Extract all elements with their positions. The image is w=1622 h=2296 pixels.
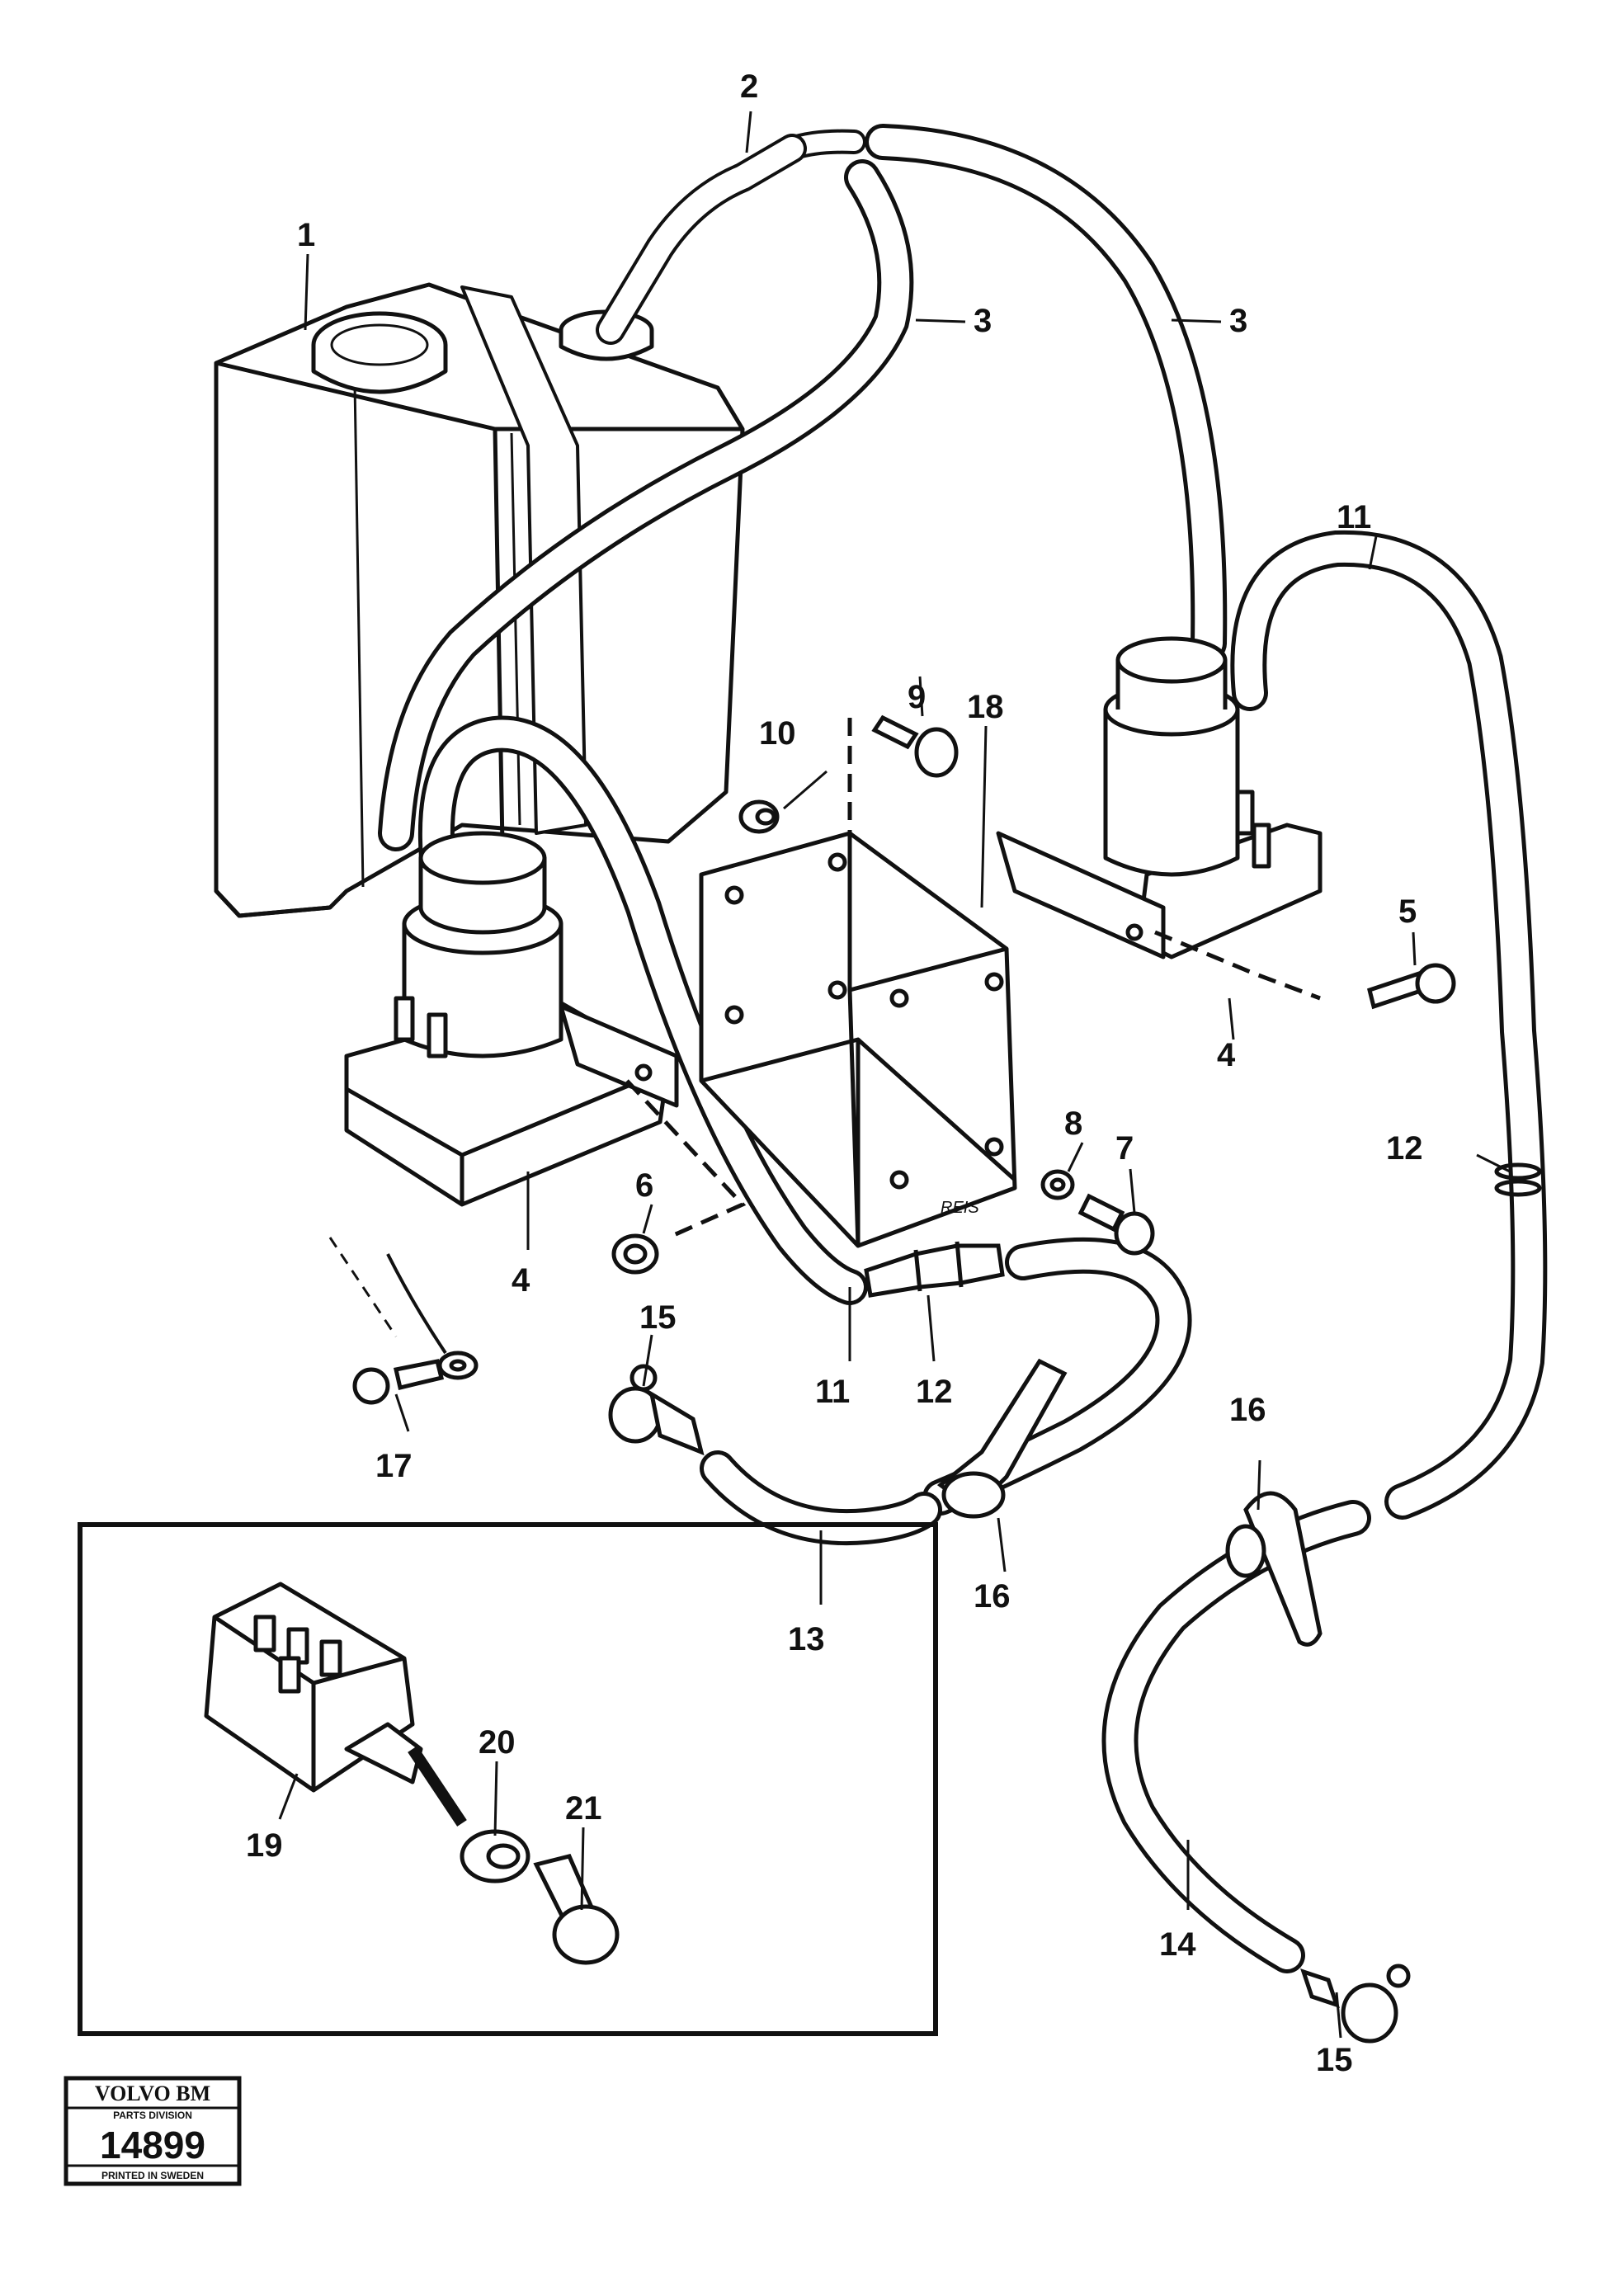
callout-3-right: 3 bbox=[1229, 303, 1247, 339]
volvo-bm-stamp: VOLVO BM PARTS DIVISION 14899 PRINTED IN… bbox=[64, 2076, 242, 2186]
callout-19: 19 bbox=[246, 1827, 283, 1864]
callout-9: 9 bbox=[908, 679, 926, 715]
callout-4-left: 4 bbox=[512, 1262, 530, 1299]
ring-nut-20 bbox=[460, 1829, 530, 1883]
hose-joint-12-right bbox=[1494, 1162, 1542, 1197]
leader-lines bbox=[278, 111, 1511, 2039]
callout-17: 17 bbox=[375, 1448, 413, 1484]
bolt-9 bbox=[871, 714, 959, 778]
callout-5: 5 bbox=[1398, 893, 1417, 930]
assembly-guide-lines bbox=[328, 718, 1321, 1337]
nozzle-15-mid bbox=[608, 1364, 705, 1456]
bolt-7 bbox=[1077, 1193, 1155, 1256]
washer-pump-left bbox=[344, 831, 679, 1207]
callout-15-mid: 15 bbox=[639, 1299, 677, 1336]
callout-20: 20 bbox=[479, 1724, 516, 1761]
callout-14: 14 bbox=[1159, 1926, 1196, 1963]
bolt-5 bbox=[1367, 963, 1456, 1010]
stamp-printed: PRINTED IN SWEDEN bbox=[101, 2170, 204, 2181]
callout-4-right: 4 bbox=[1217, 1037, 1236, 1073]
callout-18: 18 bbox=[967, 689, 1004, 725]
hose-clamp-16-right bbox=[1225, 1491, 1323, 1647]
mounting-bracket: REIS bbox=[699, 831, 1017, 1248]
callout-2: 2 bbox=[740, 68, 758, 105]
callout-13: 13 bbox=[788, 1621, 825, 1657]
callout-7: 7 bbox=[1115, 1130, 1134, 1167]
callout-6: 6 bbox=[635, 1167, 653, 1204]
callout-3-left: 3 bbox=[974, 303, 992, 339]
stamp-division: PARTS DIVISION bbox=[113, 2110, 192, 2121]
callout-16-right: 16 bbox=[1229, 1392, 1266, 1428]
nut-6 bbox=[611, 1233, 659, 1275]
callout-11-left: 11 bbox=[815, 1374, 850, 1410]
callout-10: 10 bbox=[759, 715, 796, 752]
stamp-brand: VOLVO BM bbox=[95, 2081, 210, 2105]
switch-inset bbox=[78, 1522, 938, 2036]
callout-16-mid: 16 bbox=[974, 1578, 1011, 1615]
callout-15-right: 15 bbox=[1316, 2042, 1353, 2078]
callout-11-right: 11 bbox=[1337, 499, 1371, 535]
nozzle-15-right bbox=[1300, 1964, 1411, 2044]
callout-12-mid: 12 bbox=[916, 1374, 953, 1410]
hose-3-right bbox=[865, 124, 1228, 662]
bracket-engraving: REIS bbox=[941, 1199, 979, 1217]
switch-19 bbox=[204, 1582, 467, 1827]
callout-21: 21 bbox=[565, 1790, 602, 1827]
callout-numbers: 1 2 3 3 11 9 18 10 5 4 12 8 7 6 4 15 11 … bbox=[246, 68, 1423, 2078]
washer-pump-right bbox=[996, 636, 1323, 959]
washer-8 bbox=[1040, 1169, 1075, 1200]
knob-21 bbox=[533, 1854, 620, 1965]
stamp-number: 14899 bbox=[100, 2124, 205, 2166]
callout-1: 1 bbox=[297, 217, 315, 253]
callout-12-right: 12 bbox=[1386, 1130, 1423, 1167]
hose-clamp-16-mid bbox=[936, 1358, 1068, 1519]
washer-reservoir-tank bbox=[214, 282, 745, 918]
callout-8: 8 bbox=[1064, 1106, 1082, 1142]
inset-frame bbox=[78, 1522, 938, 2036]
nut-10 bbox=[738, 799, 780, 834]
ground-screw-17 bbox=[352, 1253, 479, 1405]
connector-12-mid bbox=[864, 1241, 1005, 1298]
